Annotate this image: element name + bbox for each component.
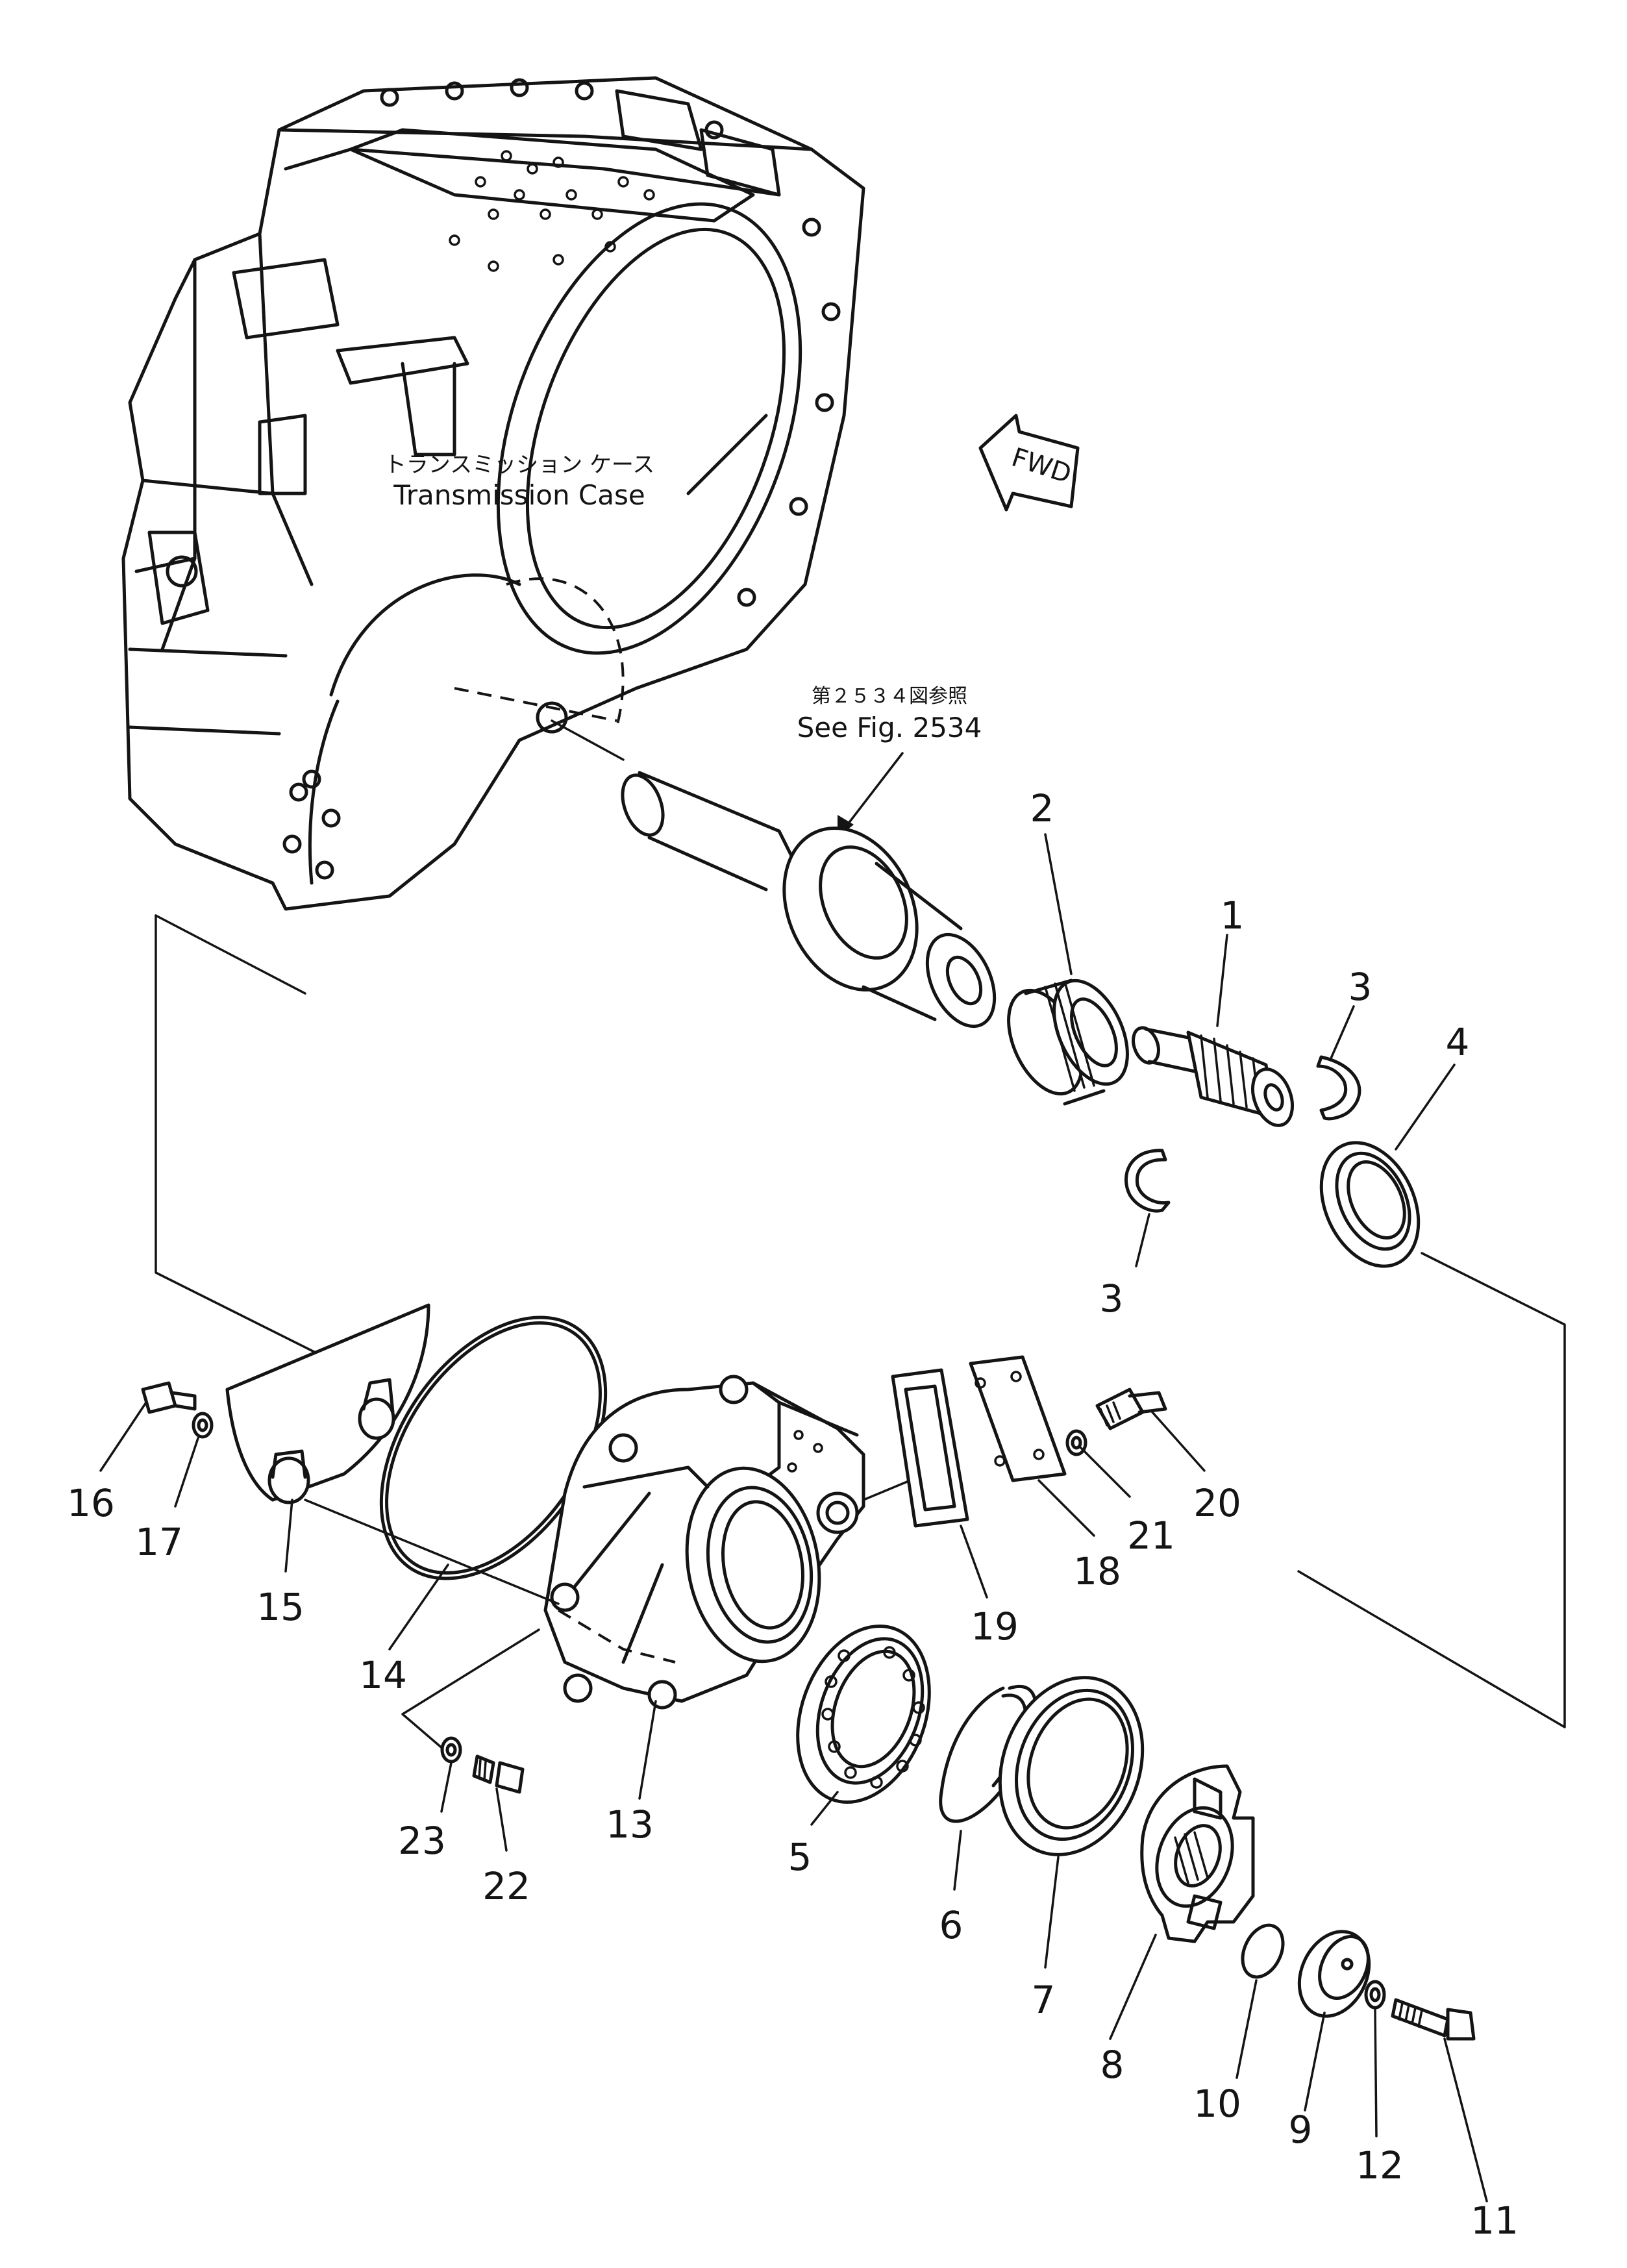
callout-17: 17 xyxy=(135,1437,199,1564)
callout-14: 14 xyxy=(359,1564,449,1697)
callout-21: 21 xyxy=(1080,1447,1175,1558)
part-number-8: 8 xyxy=(1100,2043,1124,2087)
reference-label-japanese: 第２５３４図参照 xyxy=(812,685,967,708)
output-shaft xyxy=(621,771,997,1028)
part-number-14: 14 xyxy=(359,1653,407,1697)
callout-5: 5 xyxy=(788,1791,839,1879)
part-number-5: 5 xyxy=(788,1835,812,1879)
part-number-9: 9 xyxy=(1289,2108,1313,2152)
part-11-bolt xyxy=(1391,1998,1476,2041)
part-number-11: 11 xyxy=(1471,2199,1519,2243)
callout-9: 9 xyxy=(1289,2012,1326,2152)
callout-3-lower: 3 xyxy=(1100,1213,1150,1321)
callout-23: 23 xyxy=(398,1762,453,1863)
part-number-23: 23 xyxy=(398,1819,446,1863)
callout-7: 7 xyxy=(1032,1856,1060,2022)
part-number-3-upper: 3 xyxy=(1348,965,1372,1009)
callout-20: 20 xyxy=(1151,1411,1241,1525)
callout-1: 1 xyxy=(1216,893,1245,1027)
part-1-pinion xyxy=(1132,1026,1294,1127)
part-8-coupling-yoke xyxy=(1140,1764,1255,1943)
callout-15: 15 xyxy=(256,1499,304,1629)
part-15-guard xyxy=(225,1303,430,1504)
part-19-gasket xyxy=(891,1368,969,1528)
callout-19: 19 xyxy=(960,1525,1019,1649)
callout-13: 13 xyxy=(606,1700,657,1847)
part-9-cap xyxy=(1297,1930,1371,2018)
part-3-snap-ring-upper xyxy=(1316,1055,1361,1121)
callout-6: 6 xyxy=(939,1830,963,1947)
part-number-13: 13 xyxy=(606,1802,654,1847)
callout-22: 22 xyxy=(482,1788,530,1908)
callout-16: 16 xyxy=(67,1401,147,1525)
case-label-japanese: トランスミッション ケース xyxy=(384,452,654,478)
assembly-guide-right xyxy=(1297,1252,1566,1728)
part-13-output-housing xyxy=(543,1375,865,1710)
assembly-guide-left xyxy=(155,914,365,1378)
part-22-bolt xyxy=(472,1754,525,1794)
callout-18: 18 xyxy=(1037,1479,1121,1593)
assembly-guide-left-top xyxy=(155,914,306,995)
callout-2: 2 xyxy=(1030,786,1073,975)
part-2-bearing-sleeve xyxy=(1007,978,1129,1106)
reference-label-english: See Fig. 2534 xyxy=(797,712,982,743)
part-number-17: 17 xyxy=(135,1520,183,1564)
part-3-snap-ring-lower xyxy=(1124,1149,1171,1213)
callout-4: 4 xyxy=(1395,1020,1470,1151)
part-number-20: 20 xyxy=(1193,1481,1241,1525)
part-5-bearing xyxy=(796,1624,931,1804)
part-17-washer xyxy=(192,1412,214,1439)
part-20-bolt xyxy=(1095,1388,1167,1430)
part-4-seal xyxy=(1319,1141,1421,1268)
part-number-10: 10 xyxy=(1193,2082,1241,2126)
part-number-2: 2 xyxy=(1030,786,1054,830)
part-number-15: 15 xyxy=(256,1585,304,1629)
callout-10: 10 xyxy=(1193,1979,1258,2126)
part-23-washer xyxy=(440,1736,462,1763)
callout-8: 8 xyxy=(1100,1934,1157,2087)
part-7-seal xyxy=(998,1676,1145,1856)
part-number-6: 6 xyxy=(939,1903,963,1947)
part-number-12: 12 xyxy=(1356,2143,1404,2187)
part-number-1: 1 xyxy=(1221,893,1245,938)
part-16-bolt xyxy=(141,1381,197,1414)
part-12-washer xyxy=(1364,1980,1386,2010)
case-label-english: Transmission Case xyxy=(393,479,645,511)
callout-11: 11 xyxy=(1443,2037,1519,2243)
part-number-18: 18 xyxy=(1073,1549,1121,1593)
callout-3-upper: 3 xyxy=(1330,965,1372,1060)
part-number-22: 22 xyxy=(482,1864,530,1908)
fwd-arrow: FWD xyxy=(978,414,1080,512)
part-18-cover-plate xyxy=(969,1355,1067,1482)
callout-12: 12 xyxy=(1356,2008,1404,2187)
part-number-16: 16 xyxy=(67,1481,115,1525)
part-number-4: 4 xyxy=(1446,1020,1470,1064)
transmission-case xyxy=(121,76,865,911)
part-number-19: 19 xyxy=(971,1604,1019,1649)
part-number-21: 21 xyxy=(1127,1514,1175,1558)
case-leader-line xyxy=(551,719,625,761)
guard-leader-line xyxy=(304,1499,560,1605)
part-number-3-lower: 3 xyxy=(1100,1277,1124,1321)
part-10-o-ring xyxy=(1241,1923,1285,1979)
part-number-7: 7 xyxy=(1032,1978,1056,2022)
housing-bolt-leader-line xyxy=(401,1628,540,1754)
